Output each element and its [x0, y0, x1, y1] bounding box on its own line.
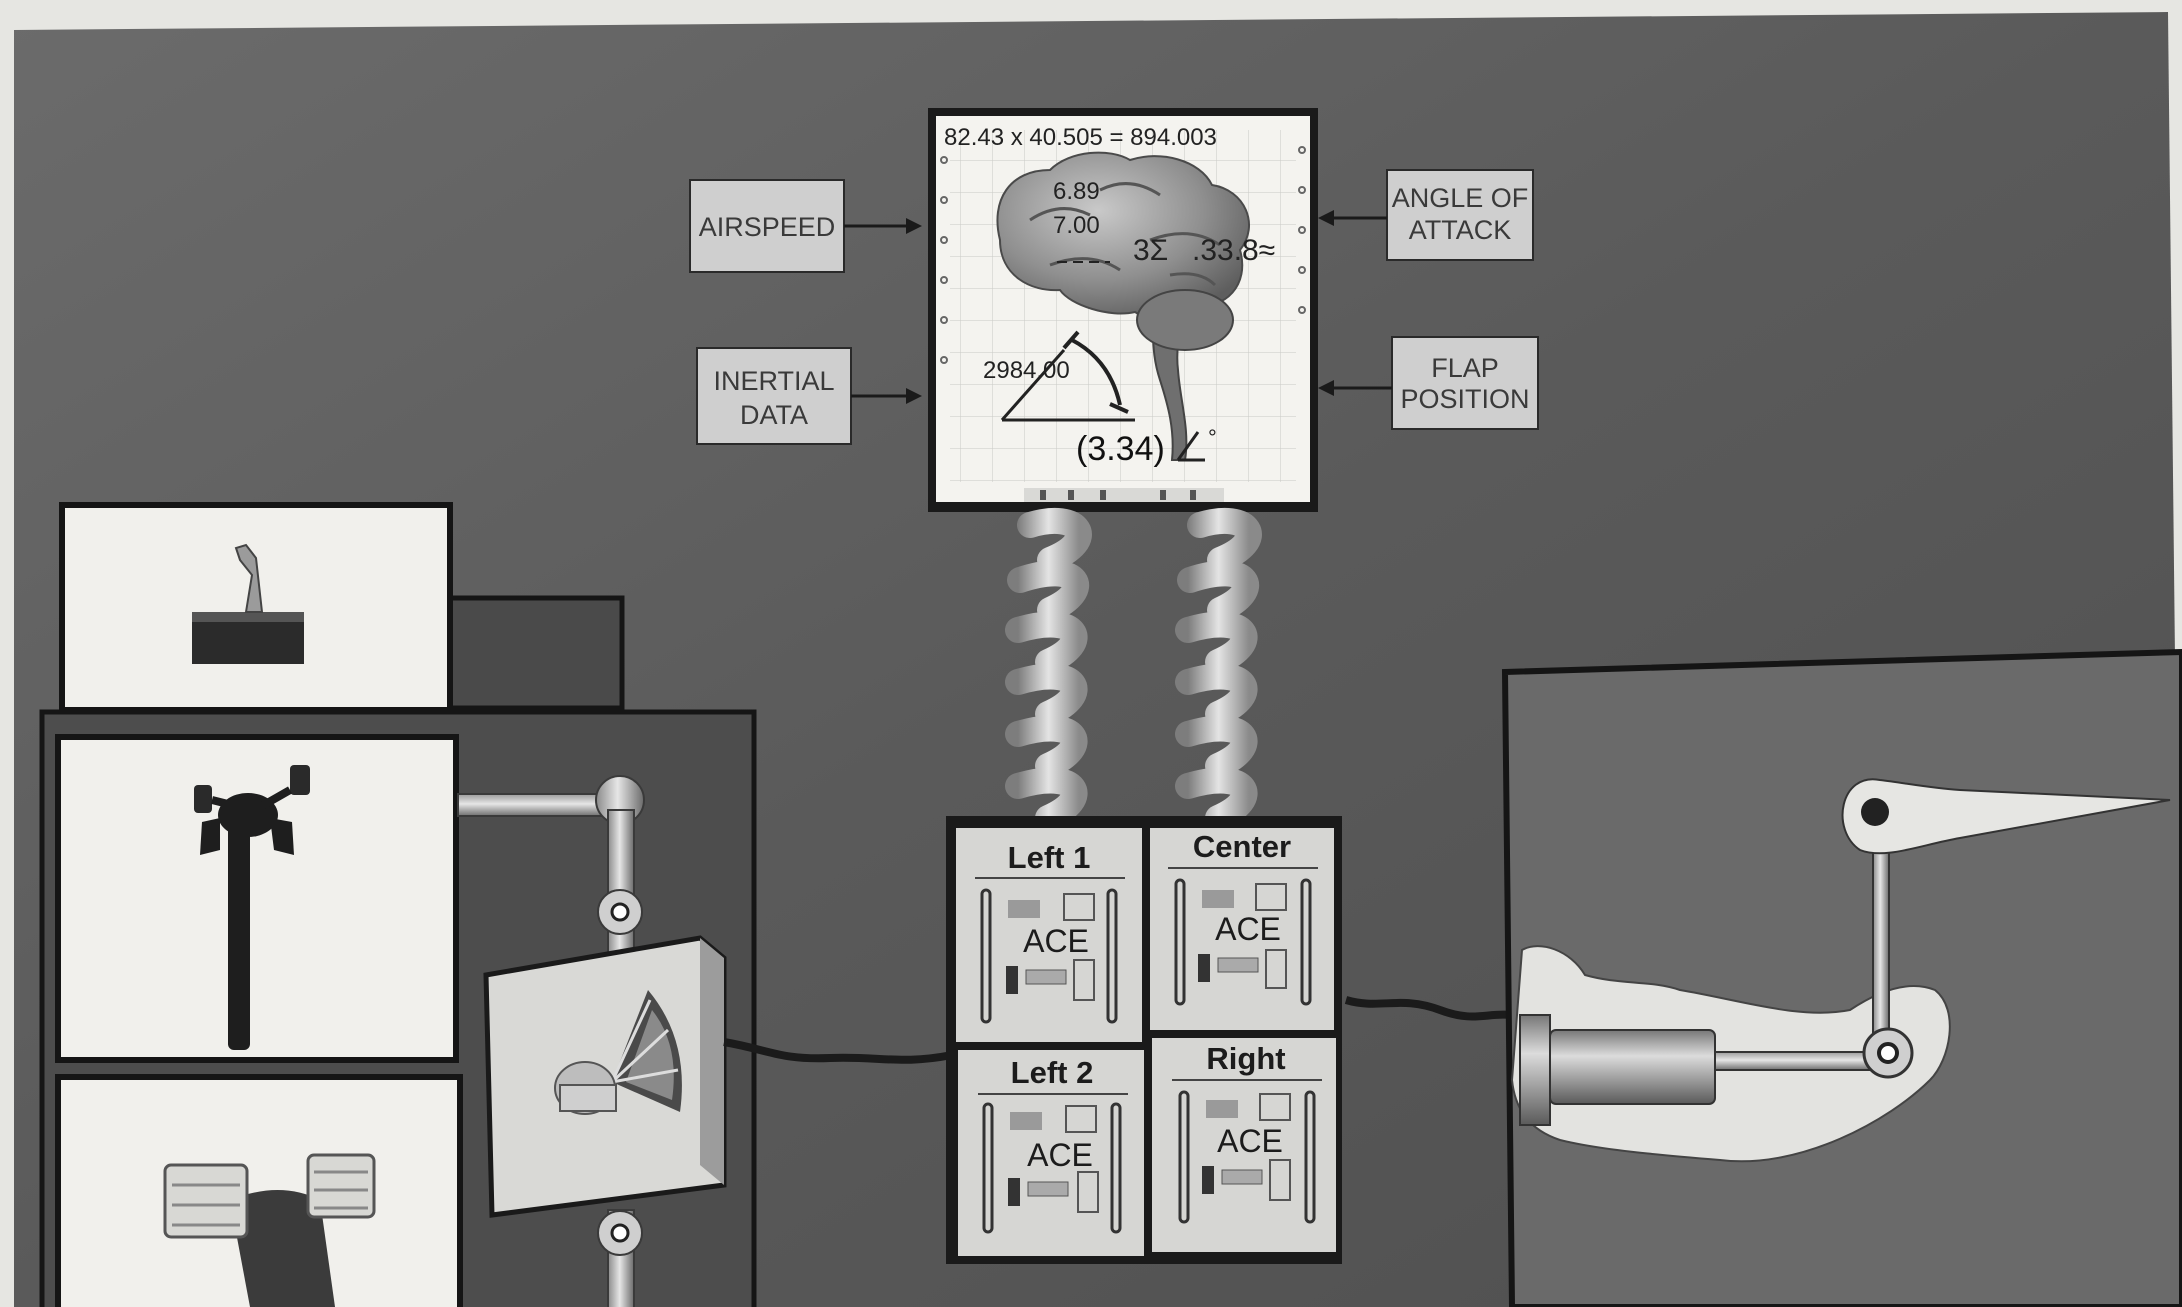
airspeed-box: AIRSPEED — [689, 179, 922, 273]
flap-position-box: FLAP POSITION — [1318, 336, 1539, 430]
control-column-panel — [55, 734, 459, 1063]
angle-of-attack-box: ANGLE OF ATTACK — [1318, 169, 1534, 261]
actuator-panel — [1501, 648, 2182, 1307]
inertial-label-line1: INERTIAL — [713, 366, 834, 396]
control-horn — [1841, 778, 2171, 855]
throttle-panel — [59, 502, 453, 713]
result-readout: (3.34) — [1076, 430, 1165, 468]
position-transducer — [483, 935, 727, 1218]
value-b-readout: 7.00 — [1053, 212, 1100, 239]
flap-label-line1: FLAP — [1431, 353, 1499, 383]
left-controls — [39, 502, 757, 1307]
inertial-label-line2: DATA — [740, 400, 808, 430]
value-a-readout: 6.89 — [1053, 178, 1100, 205]
cable-left — [723, 1038, 953, 1064]
inertial-data-box: INERTIAL DATA — [696, 347, 922, 445]
control-yoke-icon — [194, 765, 310, 1050]
ace-left-1-title: Left 1 — [1008, 840, 1091, 875]
sigma-readout: 3Σ — [1133, 234, 1168, 267]
ace-units: Left 1 ACE Center ACE Left 2 — [946, 816, 1342, 1264]
coil-cables — [1005, 508, 1262, 831]
angle-value-readout: 2984.00 — [983, 357, 1070, 384]
ace-right-title: Right — [1206, 1041, 1285, 1076]
airspeed-label: AIRSPEED — [699, 212, 836, 242]
ace-center-title: Center — [1193, 829, 1291, 864]
equation-readout: 82.43 x 40.505 = 894.003 — [944, 124, 1217, 151]
ace-unit-left-2: Left 2 ACE — [958, 1050, 1144, 1256]
throttle-lever-icon — [234, 543, 264, 613]
angle-label-line2: ATTACK — [1409, 215, 1512, 245]
input-boxes: AIRSPEED INERTIAL DATA ANGLE OF ATTACK F… — [689, 169, 1539, 445]
rudder-pedal-panel — [55, 1074, 463, 1307]
hydraulic-actuator — [1549, 1029, 1716, 1105]
value-c-readout: .33.8≈ — [1192, 234, 1275, 267]
ace-unit-center: Center ACE — [1150, 828, 1334, 1030]
degree-readout: ° — [1208, 425, 1217, 450]
ace-center-label: ACE — [1215, 911, 1281, 947]
ace-unit-left-1: Left 1 ACE — [956, 828, 1142, 1042]
brain-icon — [996, 151, 1250, 461]
ace-right-label: ACE — [1217, 1123, 1283, 1159]
ace-left-2-label: ACE — [1027, 1137, 1093, 1173]
cable-right — [1344, 996, 1528, 1022]
flight-computer: 82.43 x 40.505 = 894.003 6.89 7.00 3Σ .3… — [928, 108, 1318, 512]
ace-left-2-title: Left 2 — [1011, 1055, 1094, 1090]
flap-label-line2: POSITION — [1400, 384, 1529, 414]
rudder-pedals-icon — [163, 1153, 376, 1307]
ace-left-1-label: ACE — [1023, 923, 1089, 959]
angle-label-line1: ANGLE OF — [1392, 183, 1529, 213]
horn-pivot-icon — [1861, 798, 1889, 826]
ace-unit-right: Right ACE — [1152, 1038, 1336, 1252]
